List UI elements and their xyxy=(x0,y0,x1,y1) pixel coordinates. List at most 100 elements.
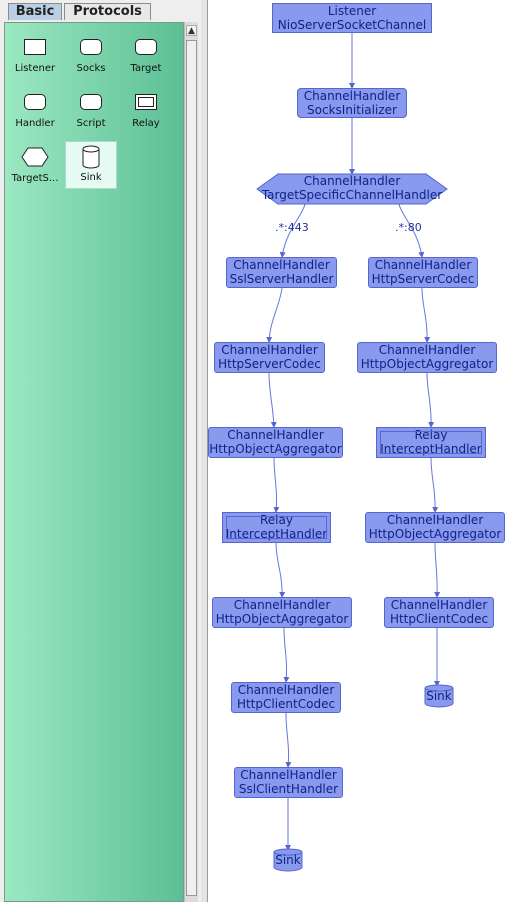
node-http-object-aggregator-b1[interactable]: ChannelHandler HttpObjectAggregator xyxy=(357,342,497,373)
palette-item-target-specific[interactable]: TargetS... xyxy=(9,143,61,191)
edge-target-a xyxy=(279,203,306,258)
edge-b2 xyxy=(426,372,435,428)
handler-icon xyxy=(24,94,46,110)
node-listener[interactable]: Listener NioServerSocketChannel xyxy=(272,3,432,33)
cylinder-shape xyxy=(273,848,303,872)
node-type: ChannelHandler xyxy=(240,768,337,782)
node-socks-initializer[interactable]: ChannelHandler SocksInitializer xyxy=(297,88,407,118)
node-http-server-codec-b[interactable]: ChannelHandler HttpServerCodec xyxy=(368,257,478,288)
edge-a3 xyxy=(273,457,280,513)
node-type: ChannelHandler xyxy=(221,343,318,357)
palette-tabs: Basic Protocols xyxy=(0,0,201,22)
node-ssl-server-handler[interactable]: ChannelHandler SslServerHandler xyxy=(226,257,337,288)
hexagon-icon xyxy=(21,147,49,167)
node-http-object-aggregator-a2[interactable]: ChannelHandler HttpObjectAggregator xyxy=(212,597,352,628)
relay-inner-border xyxy=(226,516,327,539)
palette-item-label: Handler xyxy=(15,118,55,129)
socks-icon xyxy=(80,39,102,55)
node-name: HttpObjectAggregator xyxy=(209,442,342,456)
relay-inner-border xyxy=(380,431,482,454)
edge-label-80: .*:80 xyxy=(395,221,422,234)
palette-item-label: TargetS... xyxy=(11,173,59,184)
edge-a4 xyxy=(275,542,286,598)
target-icon xyxy=(135,39,157,55)
cylinder-icon xyxy=(82,145,100,169)
node-label: ChannelHandler TargetSpecificChannelHand… xyxy=(256,174,448,204)
node-name: InterceptHandler xyxy=(380,442,482,456)
palette-item-relay[interactable]: Relay xyxy=(120,88,172,136)
edge-a1 xyxy=(266,287,283,343)
tab-protocols[interactable]: Protocols xyxy=(64,3,151,20)
palette-item-label: Sink xyxy=(80,172,102,183)
palette-item-socks[interactable]: Socks xyxy=(65,33,117,81)
node-sink-b[interactable]: Sink xyxy=(424,684,454,708)
node-name: SslServerHandler xyxy=(229,272,334,286)
split-pane-divider[interactable] xyxy=(201,0,208,902)
node-name: HttpServerCodec xyxy=(218,357,321,371)
node-http-client-codec-b[interactable]: ChannelHandler HttpClientCodec xyxy=(384,597,494,628)
scroll-up-arrow-icon[interactable]: ▲ xyxy=(186,25,197,36)
node-type: ChannelHandler xyxy=(303,89,401,103)
node-type: Sink xyxy=(275,853,301,867)
palette-item-label: Relay xyxy=(132,118,160,129)
node-type: ChannelHandler xyxy=(237,683,335,697)
node-name: SocksInitializer xyxy=(307,103,397,117)
node-sink-a[interactable]: Sink xyxy=(273,848,303,872)
node-name: HttpObjectAggregator xyxy=(215,612,349,626)
relay-icon xyxy=(135,94,157,110)
node-type: ChannelHandler xyxy=(303,174,401,188)
palette-item-label: Socks xyxy=(76,63,106,74)
node-relay-intercept-b[interactable]: Relay InterceptHandler xyxy=(376,427,486,458)
palette-item-target[interactable]: Target xyxy=(120,33,172,81)
tab-basic[interactable]: Basic xyxy=(8,3,62,20)
node-type: ChannelHandler xyxy=(386,513,484,527)
node-http-object-aggregator-b2[interactable]: ChannelHandler HttpObjectAggregator xyxy=(365,512,505,543)
palette-item-script[interactable]: Script xyxy=(65,88,117,136)
palette-grid: Listener Socks Target Handler Script Rel… xyxy=(4,22,184,902)
edge-label-443: .*:443 xyxy=(275,221,309,234)
node-http-object-aggregator-a1[interactable]: ChannelHandler HttpObjectAggregator xyxy=(208,427,343,458)
node-type: ChannelHandler xyxy=(227,428,324,442)
scroll-thumb[interactable] xyxy=(186,40,197,896)
node-http-server-codec-a[interactable]: ChannelHandler HttpServerCodec xyxy=(214,342,325,373)
script-icon xyxy=(80,94,102,110)
palette-panel: Basic Protocols Listener Socks Target Ha… xyxy=(0,0,201,902)
edge-target-b xyxy=(398,203,425,258)
node-ssl-client-handler[interactable]: ChannelHandler SslClientHandler xyxy=(234,767,343,798)
node-name: HttpObjectAggregator xyxy=(360,357,494,371)
palette-item-label: Target xyxy=(130,63,162,74)
node-label: Sink xyxy=(424,689,454,705)
hexagon-shape xyxy=(256,173,448,205)
node-http-client-codec-a[interactable]: ChannelHandler HttpClientCodec xyxy=(231,682,341,713)
graph-edges xyxy=(266,33,441,851)
edge-a6 xyxy=(285,712,292,768)
node-target-specific[interactable]: ChannelHandler TargetSpecificChannelHand… xyxy=(256,173,448,205)
node-type: ChannelHandler xyxy=(390,598,488,612)
node-name: HttpObjectAggregator xyxy=(368,527,502,541)
node-name: InterceptHandler xyxy=(225,527,328,541)
palette-item-sink[interactable]: Sink xyxy=(65,141,117,189)
node-name: HttpClientCodec xyxy=(236,697,336,711)
node-name: SslClientHandler xyxy=(238,782,339,796)
node-relay-intercept-a[interactable]: Relay InterceptHandler xyxy=(222,512,331,543)
node-type: ChannelHandler xyxy=(378,343,476,357)
edge-a5 xyxy=(283,627,290,683)
palette-scrollbar[interactable]: ▲ xyxy=(184,22,198,902)
listener-icon xyxy=(24,39,46,55)
cylinder-shape xyxy=(424,684,454,708)
graph-canvas[interactable]: .*:443 .*:80 Listener NioServerSocketCha… xyxy=(208,0,527,902)
edge-b3 xyxy=(430,457,439,513)
node-type: ChannelHandler xyxy=(233,258,330,272)
node-type: ChannelHandler xyxy=(374,258,472,272)
edge-b4 xyxy=(434,542,441,598)
palette-item-label: Script xyxy=(76,118,106,129)
palette-item-label: Listener xyxy=(14,63,56,74)
node-label: Sink xyxy=(273,853,303,869)
palette-item-listener[interactable]: Listener xyxy=(9,33,61,81)
node-name: HttpServerCodec xyxy=(371,272,475,286)
edge-a2 xyxy=(268,372,277,428)
node-type: Listener xyxy=(327,4,377,18)
node-name: HttpClientCodec xyxy=(389,612,489,626)
node-type: ChannelHandler xyxy=(233,598,331,612)
palette-item-handler[interactable]: Handler xyxy=(9,88,61,136)
